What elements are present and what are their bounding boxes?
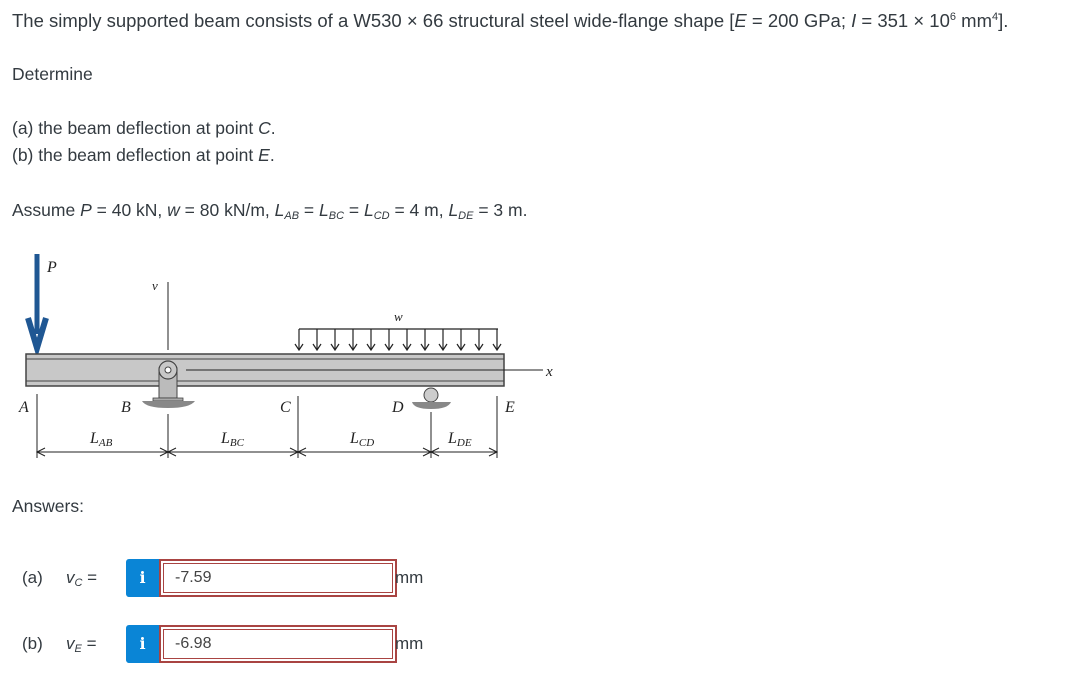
distributed-load-arrows-icon: [294, 328, 502, 352]
answer-a-unit: mm: [395, 568, 424, 587]
var-symbol: v: [66, 634, 75, 653]
pin-support-icon: [142, 360, 195, 408]
dim-lab-label: LAB: [89, 430, 113, 449]
point-a-label: A: [18, 399, 29, 416]
l-symbol: L: [363, 200, 374, 220]
answer-row-b: (b) vE = i mm: [0, 625, 460, 665]
point-load-arrow-icon: [25, 254, 49, 359]
assume-prefix: Assume: [12, 200, 81, 220]
part-b-text: (b) the beam deflection at point E.: [12, 144, 275, 166]
part-b-point: E: [258, 145, 270, 165]
l-symbol: L: [274, 200, 285, 220]
l-ab-sub: AB: [284, 210, 300, 222]
answer-a-variable: vC =: [66, 568, 98, 589]
problem-statement: The simply supported beam consists of a …: [12, 10, 1008, 32]
var-symbol: v: [66, 568, 75, 587]
point-d-label: D: [391, 399, 404, 416]
answer-b-input[interactable]: [159, 625, 397, 663]
beam-diagram: P v w x: [18, 254, 553, 458]
answer-b-label: (b): [22, 634, 43, 653]
answers-heading: Answers:: [12, 496, 84, 516]
point-c-label: C: [280, 399, 291, 416]
assumptions-text: Assume P = 40 kN, w = 80 kN/m, LAB = LBC…: [12, 199, 528, 222]
equals: =: [82, 568, 98, 587]
dim-lde-label: LDE: [447, 430, 472, 449]
var-sub: E: [74, 643, 82, 655]
roller-support-icon: [412, 387, 451, 409]
v-axis-label: v: [152, 278, 158, 293]
period: .: [270, 118, 276, 138]
equals: =: [299, 200, 319, 220]
period: .: [269, 145, 275, 165]
info-button[interactable]: i: [126, 559, 159, 597]
l-de-value: = 3 m.: [473, 200, 528, 220]
inertia-symbol: I: [851, 10, 857, 31]
info-button[interactable]: i: [126, 625, 159, 663]
determine-label: Determine: [12, 64, 93, 84]
l-bc-sub: BC: [328, 210, 345, 222]
modulus-symbol: E: [734, 10, 747, 31]
dim-lcd-label: LCD: [349, 430, 374, 449]
dimension-lines: [35, 394, 499, 458]
p-value: = 40 kN,: [91, 200, 168, 220]
intro-end: ].: [998, 10, 1009, 31]
answer-a-input[interactable]: [159, 559, 397, 597]
equals: =: [81, 634, 97, 653]
equals: =: [344, 200, 364, 220]
point-e-label: E: [504, 399, 515, 416]
l-cd-value: = 4 m,: [389, 200, 449, 220]
load-p-label: P: [46, 259, 57, 276]
w-symbol: w: [167, 200, 180, 220]
part-a-point: C: [258, 118, 271, 138]
answer-b-variable: vE =: [66, 634, 97, 655]
x-axis-label: x: [545, 364, 553, 380]
l-symbol: L: [448, 200, 459, 220]
inertia-exponent: 6: [949, 11, 957, 23]
inertia-unit: mm: [956, 10, 992, 31]
w-value: = 80 kN/m,: [179, 200, 275, 220]
part-a-prefix: (a) the beam deflection at point: [12, 118, 259, 138]
modulus-value: = 200 GPa;: [746, 10, 852, 31]
inertia-value: = 351 × 10: [856, 10, 950, 31]
p-symbol: P: [80, 200, 92, 220]
intro-text: The simply supported beam consists of a …: [12, 10, 735, 31]
answer-a-label: (a): [22, 568, 43, 587]
point-b-label: B: [121, 399, 131, 416]
part-b-prefix: (b) the beam deflection at point: [12, 145, 259, 165]
part-a-text: (a) the beam deflection at point C.: [12, 117, 276, 139]
var-sub: C: [74, 577, 83, 589]
dim-lbc-label: LBC: [220, 430, 245, 449]
l-symbol: L: [319, 200, 329, 220]
load-w-label: w: [394, 309, 403, 324]
l-de-sub: DE: [458, 210, 474, 222]
inertia-unit-exponent: 4: [991, 11, 999, 23]
answer-row-a: (a) vC = i mm: [0, 559, 460, 599]
l-cd-sub: CD: [373, 210, 390, 222]
answer-b-unit: mm: [395, 634, 424, 653]
